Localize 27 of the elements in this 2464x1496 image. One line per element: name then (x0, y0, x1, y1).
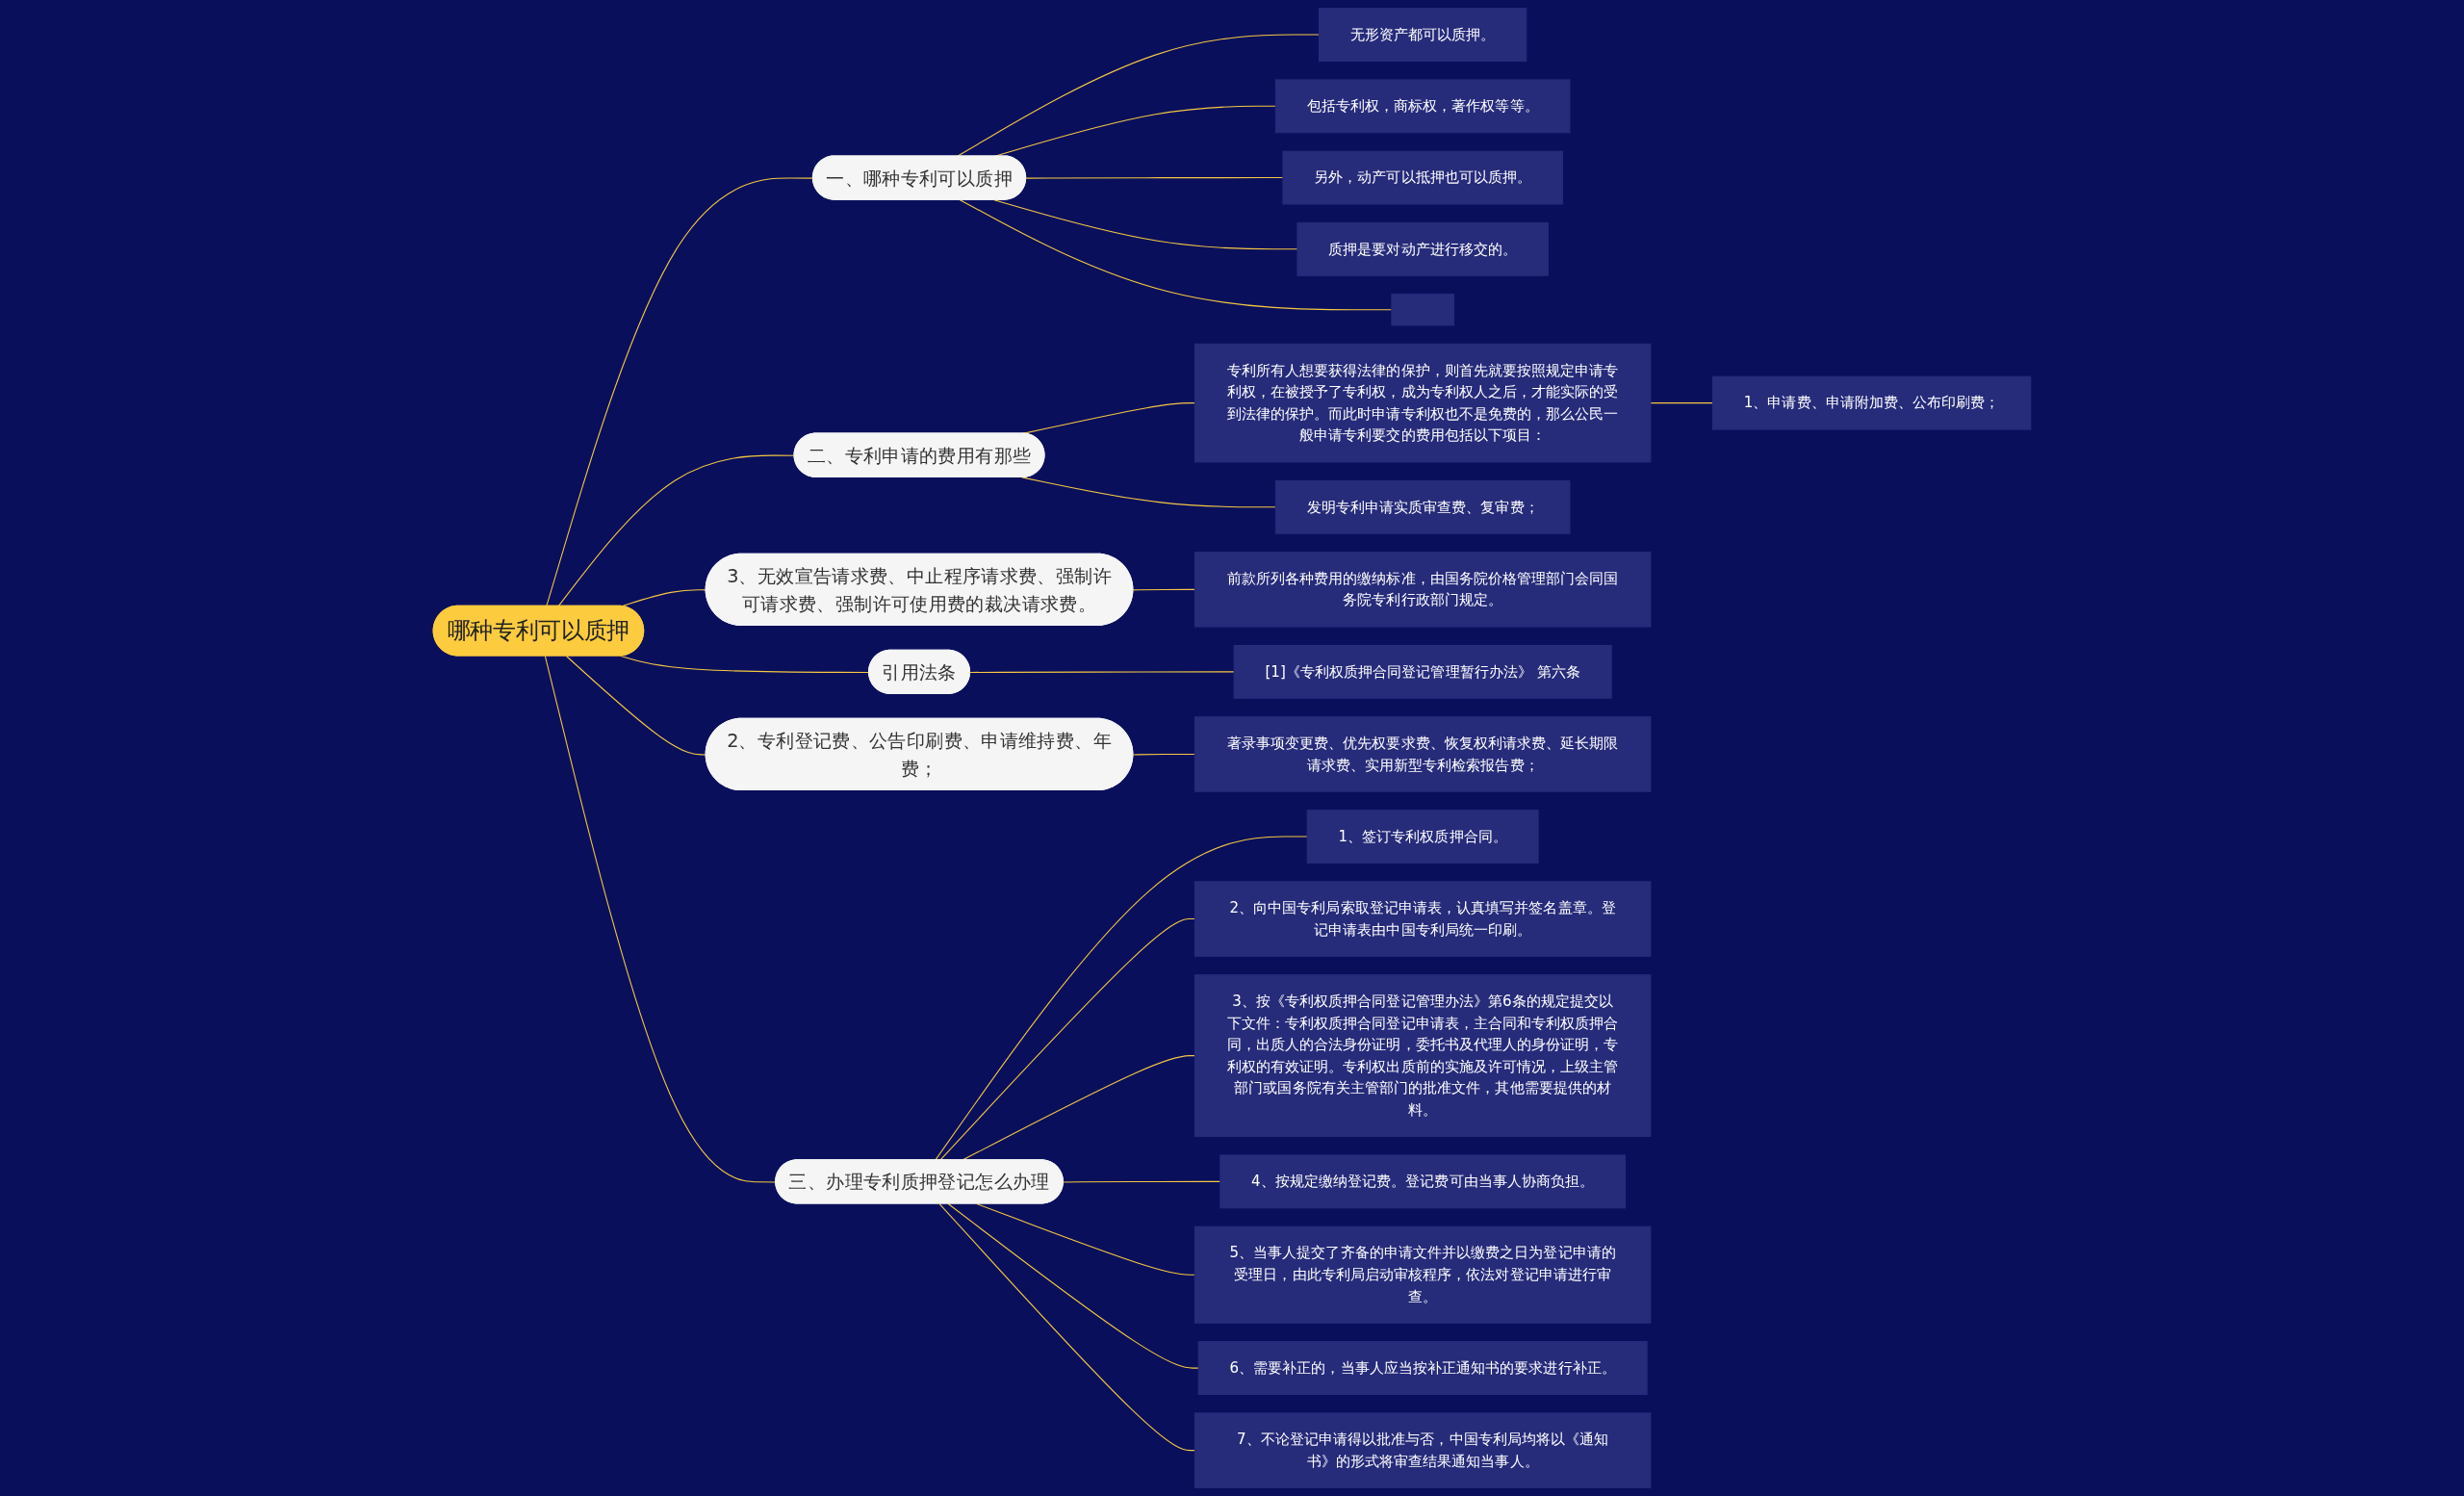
connector (938, 1203, 1195, 1452)
node-box (1319, 8, 1527, 63)
connector (969, 671, 1235, 673)
node-box (1194, 552, 1652, 628)
node-box (1194, 716, 1652, 792)
connector (1132, 588, 1195, 591)
node-box (1296, 221, 1549, 276)
node-box (1711, 375, 2032, 430)
node-box (1274, 479, 1571, 534)
connector (976, 1203, 1195, 1276)
node-box (1194, 881, 1652, 957)
node-box (1197, 1341, 1648, 1396)
connector (1132, 753, 1195, 756)
node-box (1194, 1225, 1652, 1324)
node-box (1194, 1412, 1652, 1488)
connector (1021, 477, 1276, 508)
node-box (1391, 294, 1454, 326)
node-box (1306, 810, 1539, 864)
connector (947, 1203, 1199, 1369)
connector (935, 836, 1308, 1161)
node-box (1282, 150, 1563, 205)
node-box (1233, 644, 1612, 699)
connector (939, 918, 1195, 1161)
node-box (1194, 974, 1652, 1138)
node-box (1194, 343, 1652, 463)
node-box (1219, 1154, 1627, 1209)
node-box (1274, 79, 1571, 134)
